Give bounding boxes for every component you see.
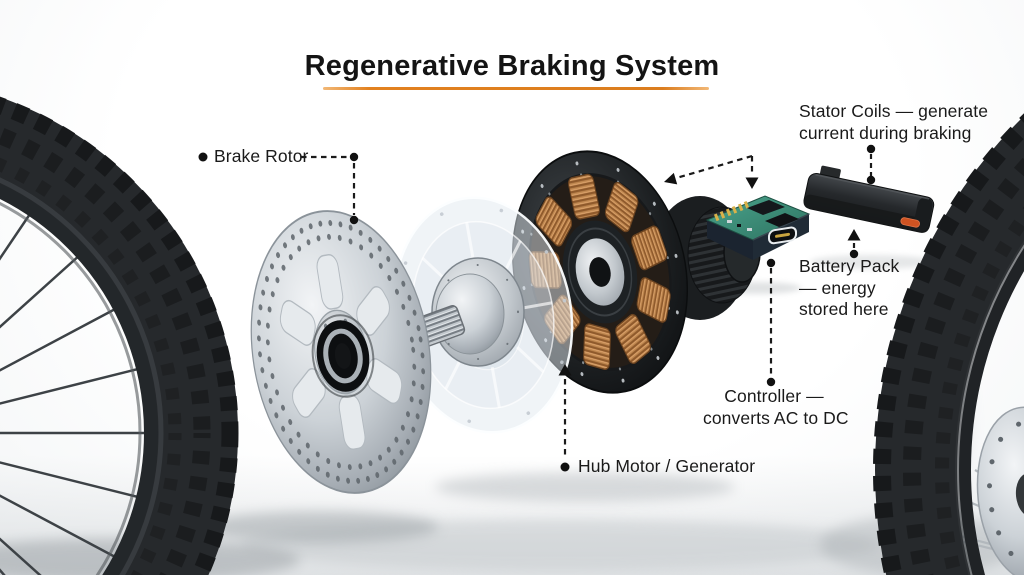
- arrowhead-to-hub-motor-bottom: [558, 364, 572, 376]
- connector-dot: [349, 152, 359, 162]
- connector-block: [765, 213, 799, 227]
- label-bullet: [560, 462, 570, 472]
- stator-coils-label: Stator Coils — generate current during b…: [799, 101, 989, 143]
- connector-dot: [766, 258, 776, 268]
- left-wheel: [0, 96, 239, 575]
- pin-header: [713, 201, 750, 222]
- page-title: Regenerative Braking System: [304, 50, 720, 82]
- stator-label-connector: [866, 144, 876, 185]
- connector-dot: [866, 144, 876, 154]
- hub-motor-illustration: [511, 150, 689, 394]
- title-underline: [323, 87, 709, 90]
- right-wheel: [873, 113, 1024, 575]
- arrowhead-to-controller: [745, 177, 759, 189]
- arrowhead-to-battery: [847, 229, 861, 241]
- controller-label: Controller — converts AC to DC: [703, 386, 849, 428]
- hub-motor-connector: [558, 364, 572, 472]
- right-tire: [873, 113, 1024, 575]
- left-tire: [0, 96, 239, 575]
- right-brake-rotor: [976, 406, 1024, 575]
- hub-bearing: [311, 314, 375, 398]
- battery-illustration: [803, 165, 935, 233]
- connector-dot: [766, 377, 776, 387]
- hub-motor-label: Hub Motor / Generator: [578, 456, 756, 476]
- main-chip: [747, 200, 785, 215]
- usb-port: [768, 226, 797, 245]
- battery-connector: [847, 229, 861, 259]
- connector-dot: [849, 249, 859, 259]
- brake-rotor-connector: [198, 152, 359, 225]
- label-bullet: [198, 152, 208, 162]
- brake-rotor-label: Brake Rotor: [214, 146, 309, 166]
- arrowhead-to-hub-motor: [664, 172, 678, 185]
- controller-label-connector: [766, 258, 776, 387]
- battery-pack-label: Battery Pack — energy stored here: [799, 256, 900, 319]
- connector-dot: [866, 175, 876, 185]
- controller-illustration: [705, 195, 811, 260]
- battery-charge-port: [900, 217, 920, 228]
- left-wheel-spokes: [0, 210, 150, 575]
- annotation-connectors: [198, 144, 876, 472]
- rotor-windows: [279, 254, 403, 450]
- connector-dot: [349, 215, 359, 225]
- stator-controller-elbow-connector: [664, 154, 759, 189]
